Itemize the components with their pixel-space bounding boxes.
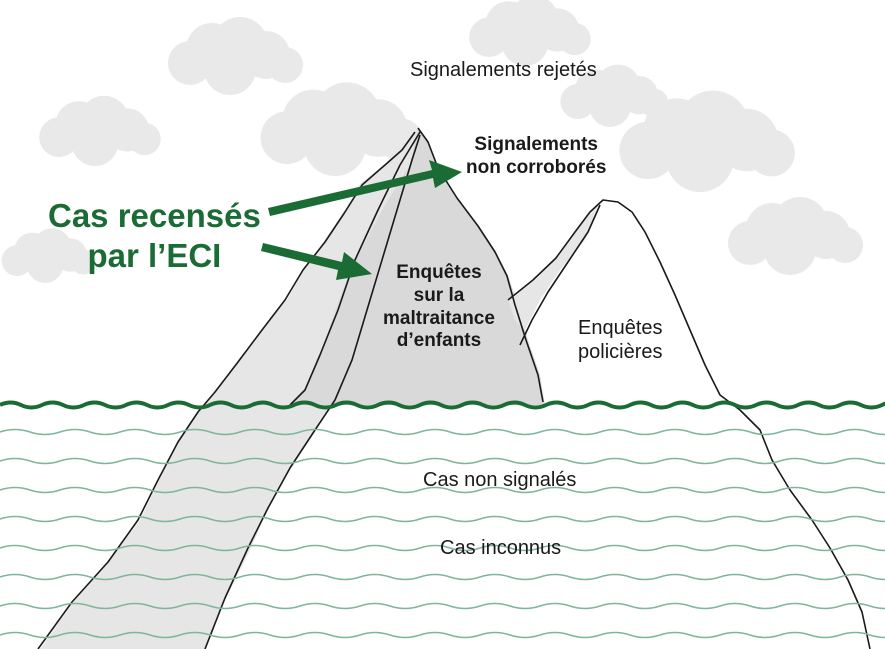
arrow-right-icon (261, 160, 462, 280)
cloud (560, 64, 669, 127)
iceberg-middle-face (290, 128, 545, 405)
cloud (469, 0, 591, 67)
child-maltreatment-investigations-label: Enquêtes sur la maltraitance d’enfants (383, 262, 495, 353)
iceberg-outlines (37, 127, 871, 649)
underwater-wave (0, 631, 885, 639)
cloud (1, 228, 97, 283)
cloud-icon (1, 0, 863, 283)
police-line-1: Enquêtes (578, 317, 663, 339)
maltreatment-line-4: d’enfants (396, 330, 482, 352)
unsubstantiated-line-2: non corroborés (466, 156, 607, 178)
unsubstantiated-line-1: Signalements (474, 134, 598, 155)
maltreatment-line-1: Enquêtes (396, 262, 482, 283)
underwater-wave (0, 457, 885, 465)
unknown-cases-label: Cas inconnus (440, 537, 562, 559)
maltreatment-line-2: sur la (413, 284, 465, 306)
underwater-wave (0, 515, 885, 523)
eci-cases-line-1: Cas recensés (48, 197, 261, 234)
cloud (728, 197, 863, 275)
cloud (39, 95, 161, 166)
eci-cases-line-2: par l’ECI (87, 237, 222, 275)
underwater-wave (0, 486, 885, 494)
wave-icon (0, 400, 885, 639)
cloud (619, 90, 795, 192)
eci-cases-title: Cas recensés par l’ECI (48, 196, 261, 277)
iceberg-gap-face (508, 205, 598, 330)
unsubstantiated-reports-label: Signalements non corroborés (466, 134, 606, 180)
police-investigations-label: Enquêtes policières (578, 316, 663, 364)
underwater-wave (0, 544, 885, 552)
maltreatment-line-3: maltraitance (383, 307, 495, 329)
underwater-wave (0, 602, 885, 610)
police-line-2: policières (578, 341, 663, 363)
rejected-reports-label: Signalements rejetés (410, 59, 597, 81)
cloud (168, 17, 303, 95)
underwater-wave (0, 428, 885, 436)
unreported-cases-label: Cas non signalés (423, 469, 577, 491)
cloud (260, 82, 423, 176)
water-surface-wave (0, 400, 885, 410)
underwater-wave (0, 573, 885, 581)
